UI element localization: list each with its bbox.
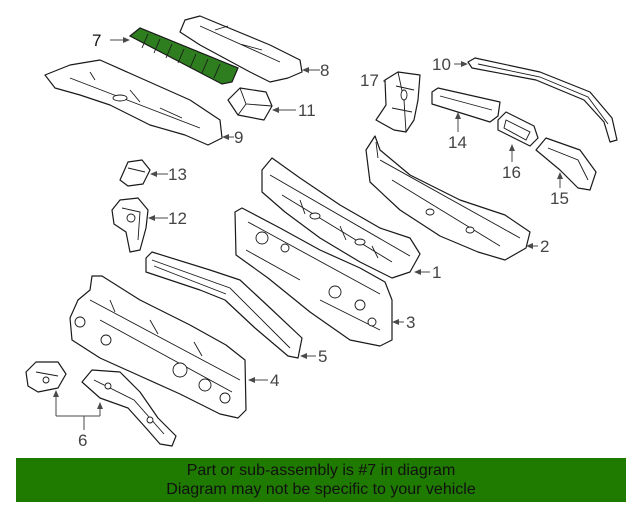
callout-14: 14: [448, 133, 467, 152]
callout-9: 9: [234, 128, 243, 147]
part-5[interactable]: [145, 251, 303, 359]
callout-7: 7: [92, 31, 101, 50]
part-7-highlighted[interactable]: [128, 27, 239, 85]
part-2[interactable]: [365, 135, 531, 261]
callout-5: 5: [318, 347, 327, 366]
callout-2: 2: [540, 237, 549, 256]
part-1[interactable]: [261, 157, 421, 279]
callout-10: 10: [432, 55, 451, 74]
part-4[interactable]: [69, 275, 247, 419]
banner-line-2: Diagram may not be specific to your vehi…: [166, 481, 476, 498]
part-17[interactable]: [375, 71, 421, 133]
callout-1: 1: [432, 263, 441, 282]
part-8[interactable]: [179, 15, 303, 83]
callout-4: 4: [270, 371, 279, 390]
part-11[interactable]: [227, 87, 273, 121]
callout-17: 17: [360, 71, 379, 90]
callout-6: 6: [78, 431, 87, 450]
part-6-bracket-left[interactable]: [25, 361, 67, 393]
part-16[interactable]: [497, 111, 539, 147]
part-3[interactable]: [234, 207, 393, 347]
parts-diagram: 7 8 9 11 13 12 10 17 14 16 15 2 1 3 5 4 …: [25, 15, 618, 450]
part-10[interactable]: [467, 57, 618, 143]
callout-11: 11: [298, 101, 316, 120]
callout-12: 12: [168, 209, 187, 228]
callout-8: 8: [320, 61, 329, 80]
part-15[interactable]: [535, 137, 597, 191]
part-14[interactable]: [431, 87, 501, 123]
callout-3: 3: [406, 313, 415, 332]
info-banner: Part or sub-assembly is #7 in diagram Di…: [16, 458, 626, 502]
part-6-bracket-right[interactable]: [81, 369, 177, 447]
leader-arrowheads: [53, 37, 563, 409]
part-12[interactable]: [111, 197, 149, 253]
callout-15: 15: [550, 189, 569, 208]
callout-16: 16: [502, 163, 521, 182]
part-13[interactable]: [119, 159, 151, 187]
callout-13: 13: [168, 165, 187, 184]
banner-line-1: Part or sub-assembly is #7 in diagram: [186, 462, 456, 479]
part-9[interactable]: [44, 59, 223, 146]
